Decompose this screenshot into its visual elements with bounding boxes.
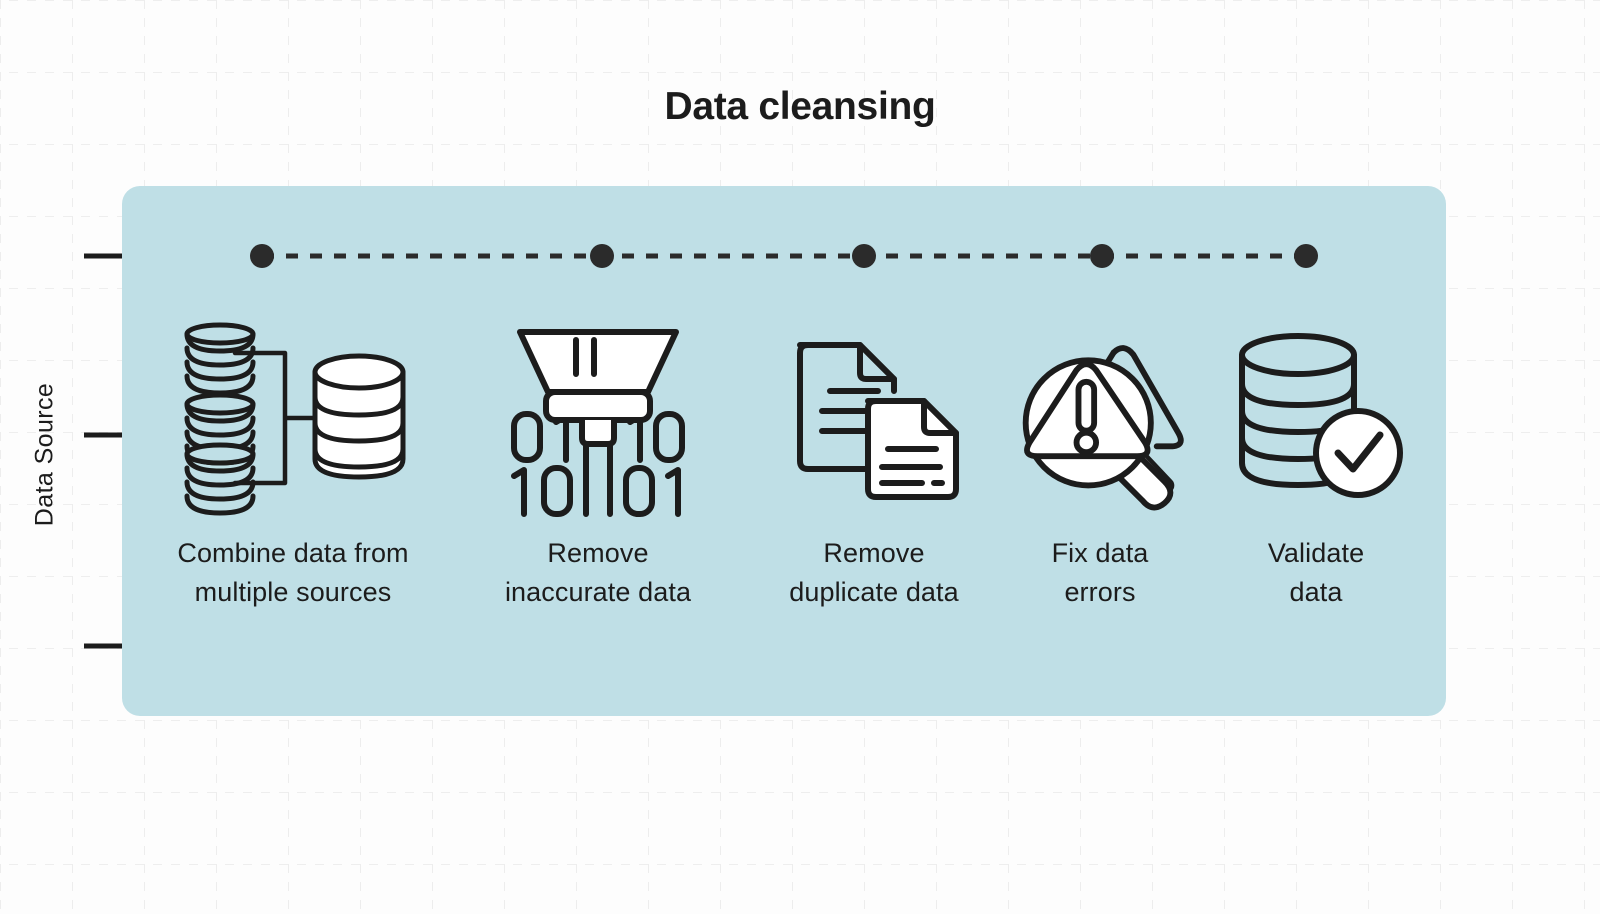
data-source-axis-label: Data Source [30, 382, 59, 527]
timeline-node[interactable] [250, 244, 274, 268]
step-remove-inaccurate[interactable]: Remove inaccurate data [462, 318, 734, 612]
funnel-binary-icon [462, 318, 734, 518]
timeline-node[interactable] [1090, 244, 1114, 268]
database-check-icon [1206, 318, 1426, 518]
step-label: Remove duplicate data [789, 538, 959, 607]
step-fix-errors[interactable]: Fix data errors [1012, 318, 1188, 612]
timeline-node[interactable] [1294, 244, 1318, 268]
step-remove-duplicate[interactable]: Remove duplicate data [736, 318, 1012, 612]
page-title: Data cleansing [664, 85, 936, 128]
databases-merge-icon [128, 318, 458, 518]
step-label: Validate data [1267, 538, 1365, 607]
step-label: Fix data errors [1051, 538, 1149, 607]
timeline-node[interactable] [852, 244, 876, 268]
duplicate-documents-icon [736, 318, 1012, 518]
step-label: Remove inaccurate data [504, 538, 692, 607]
step-combine[interactable]: Combine data from multiple sources [128, 318, 458, 612]
step-validate[interactable]: Validate data [1206, 318, 1426, 612]
magnifier-warning-icon [1012, 318, 1188, 518]
timeline-node[interactable] [590, 244, 614, 268]
process-timeline [250, 244, 1318, 268]
step-label: Combine data from multiple sources [177, 538, 409, 607]
